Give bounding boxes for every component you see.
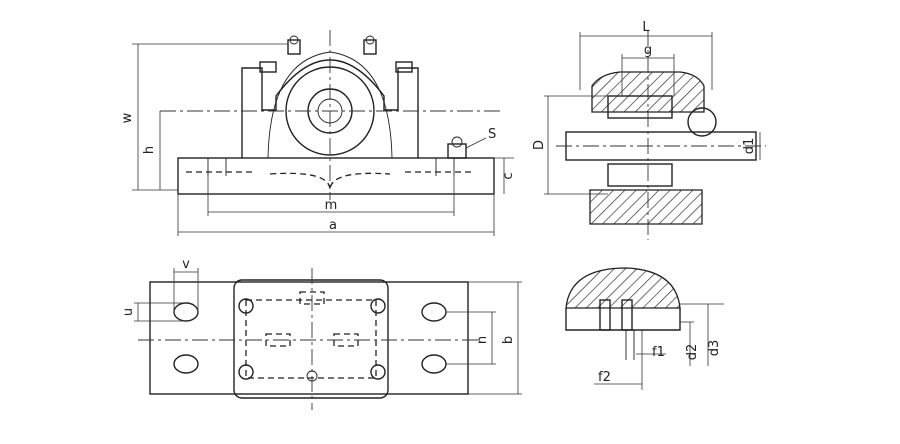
side-section-view: L g D d1	[532, 20, 766, 240]
dim-g-label: g	[644, 43, 652, 58]
dim-D-label: D	[532, 140, 547, 150]
dim-w-label: w	[120, 112, 135, 123]
front-base-plate	[177, 157, 495, 195]
dim-n-label: n	[475, 336, 490, 344]
front-top-bolt-right-head	[365, 35, 375, 45]
plan-hole-bottom-left	[173, 354, 199, 374]
dim-a-label: a	[329, 218, 337, 233]
dim-h-label: h	[142, 146, 157, 154]
front-side-nut-left	[259, 61, 277, 73]
dim-L-label: L	[642, 20, 650, 35]
dim-b-label: b	[501, 336, 516, 344]
front-top-bolt-left-head	[289, 35, 299, 45]
seal-detail-view: f1 f2 d2 d3	[565, 267, 724, 390]
dim-s-label: S	[488, 127, 496, 142]
plan-cap-bolt-3	[238, 364, 254, 380]
front-grease-nipple	[447, 143, 467, 159]
side-seal-detail-circle	[687, 107, 717, 137]
front-base-hidden-center	[269, 172, 391, 191]
dim-f1-label: f1	[652, 345, 665, 360]
plan-base-outline	[149, 281, 469, 395]
front-view: w h m a c S	[120, 30, 516, 236]
dim-d1-label: d1	[742, 138, 757, 155]
front-top-bolt-left	[287, 39, 301, 55]
front-top-bolt-right	[363, 39, 377, 55]
seal-lip-2	[621, 299, 633, 331]
dim-u-label: u	[121, 308, 136, 316]
seal-detail-bottom	[565, 308, 681, 331]
plan-slot-top	[299, 291, 325, 305]
side-bearing-lower	[607, 163, 673, 187]
plan-cap-bolt-2	[370, 298, 386, 314]
plan-housing-outline	[233, 279, 389, 399]
plan-grease-nipple	[306, 370, 318, 382]
plan-cap-bolt-1	[238, 298, 254, 314]
plan-cap-bolt-4	[370, 364, 386, 380]
plan-housing-hidden	[245, 299, 377, 379]
front-grease-nipple-head	[451, 136, 463, 148]
dim-d2-label: d2	[685, 344, 700, 361]
dim-m-label: m	[325, 198, 338, 213]
seal-detail-section	[565, 267, 681, 309]
plan-hole-top-right	[421, 302, 447, 322]
side-bearing-upper	[607, 95, 673, 119]
front-side-nut-right	[395, 61, 413, 73]
plan-slot-right	[333, 333, 359, 347]
plan-slot-left	[265, 333, 291, 347]
side-base-section	[589, 189, 703, 225]
seal-lip-1	[599, 299, 611, 331]
plan-hole-bottom-right	[421, 354, 447, 374]
dim-d3-label: d3	[707, 340, 722, 357]
dim-c-label: c	[501, 172, 516, 179]
plan-view: v u n b	[121, 257, 522, 410]
dim-v-label: v	[182, 257, 190, 272]
dim-f2-label: f2	[598, 370, 611, 385]
dim-s-leader	[465, 137, 487, 149]
plan-hole-top-left	[173, 302, 199, 322]
